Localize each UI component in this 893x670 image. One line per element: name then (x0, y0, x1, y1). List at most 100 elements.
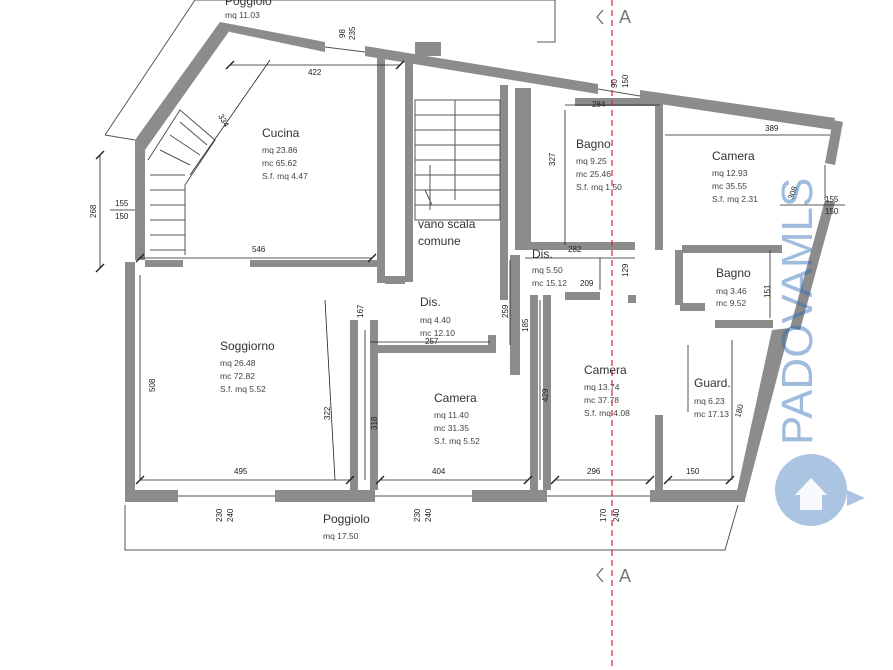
dim-282: 282 (568, 245, 582, 254)
room-guard: Guard. mq 6.23 mc 17.13 (694, 376, 731, 419)
dim-259: 259 (501, 304, 510, 318)
poggiolo-bottom-name: Poggiolo (323, 512, 370, 526)
bagno1-name: Bagno (576, 137, 611, 151)
dis2-name: Dis. (532, 247, 553, 261)
poggiolo-top-name: Poggiolo (225, 0, 272, 8)
dim-404: 404 (432, 467, 446, 476)
interior-walls (145, 55, 782, 490)
poggiolo-bottom-mq: mq 17.50 (323, 531, 359, 541)
house-pin-icon (775, 454, 865, 526)
balcony-outlines (104, 0, 739, 551)
camera1-sf: S.f. mq 5.52 (434, 436, 480, 446)
room-dis-2: Dis. mq 5.50 mc 15.12 (532, 247, 567, 288)
dim-495: 495 (234, 467, 248, 476)
dim-235: 235 (348, 26, 357, 40)
camera3-sf: S.f. mq 4.08 (584, 408, 630, 418)
dis2-mc: mc 15.12 (532, 278, 567, 288)
room-cucina: Cucina mq 23.86 mc 65.62 S.f. mq 4.47 (262, 126, 308, 181)
dim-230-b: 230 (413, 508, 422, 522)
dim-268: 268 (89, 204, 98, 218)
dim-334: 334 (216, 113, 231, 130)
room-bagno-2: Bagno mq 3.46 mc 9.52 (716, 266, 751, 308)
bagno1-mq: mq 9.25 (576, 156, 607, 166)
dim-327: 327 (548, 152, 557, 166)
camera2-name: Camera (712, 149, 755, 163)
dim-150-d: 150 (621, 74, 630, 88)
cucina-mc: mc 65.62 (262, 158, 297, 168)
dim-296: 296 (587, 467, 601, 476)
dim-422: 422 (308, 68, 322, 77)
bagno2-name: Bagno (716, 266, 751, 280)
vano-line1: vano scala (418, 217, 476, 231)
soggiorno-name: Soggiorno (220, 339, 275, 353)
bagno1-mc: mc 25.46 (576, 169, 611, 179)
poggiolo-top-mq: mq 11.03 (225, 10, 260, 20)
room-vano-scala: vano scala comune (418, 217, 476, 248)
staircase-common (414, 99, 501, 221)
dim-155-a: 155 (115, 199, 129, 208)
dimension-lines (99, 59, 845, 481)
vano-line2: comune (418, 234, 461, 248)
staircase-left (147, 109, 216, 255)
dim-240-c: 240 (612, 508, 621, 522)
padovamls-watermark: PADOVAMLS (773, 178, 865, 526)
camera1-mq: mq 11.40 (434, 410, 469, 420)
room-camera-1: Camera mq 11.40 mc 31.35 S.f. mq 5.52 (434, 391, 480, 446)
dim-150-c: 150 (825, 207, 839, 216)
dim-322: 322 (323, 406, 332, 420)
dim-170: 170 (599, 508, 608, 522)
dim-150-b: 150 (686, 467, 700, 476)
watermark-text: PADOVAMLS (773, 178, 822, 445)
room-bagno-1: Bagno mq 9.25 mc 25.46 S.f. mq 1.50 (576, 137, 622, 192)
exterior-walls (125, 22, 843, 502)
section-cut (596, 0, 613, 670)
dis1-name: Dis. (420, 295, 441, 309)
soggiorno-sf: S.f. mq 5.52 (220, 384, 266, 394)
section-mark-top: A (619, 7, 631, 27)
dim-209: 209 (580, 279, 594, 288)
camera2-mq: mq 12.93 (712, 168, 748, 178)
dis1-mc: mc 12.10 (420, 328, 455, 338)
camera1-name: Camera (434, 391, 477, 405)
room-dis-1: Dis. mq 4.40 mc 12.10 (420, 295, 455, 338)
cucina-mq: mq 23.86 (262, 145, 298, 155)
dim-150-a: 150 (115, 212, 129, 221)
dim-257: 257 (425, 337, 439, 346)
cucina-name: Cucina (262, 126, 300, 140)
dim-240-a: 240 (226, 508, 235, 522)
dim-185: 185 (521, 318, 530, 332)
dim-240-b: 240 (424, 508, 433, 522)
bagno2-mc: mc 9.52 (716, 298, 747, 308)
dim-389: 389 (765, 124, 779, 133)
dim-151: 151 (763, 284, 772, 298)
dim-429: 429 (541, 388, 550, 402)
room-camera-2: Camera mq 12.93 mc 35.55 S.f. mq 2.31 (712, 149, 758, 204)
dim-180: 180 (733, 403, 745, 419)
room-soggiorno: Soggiorno mq 26.48 mc 72.82 S.f. mq 5.52 (220, 339, 275, 394)
cucina-sf: S.f. mq 4.47 (262, 171, 308, 181)
dis2-mq: mq 5.50 (532, 265, 563, 275)
section-mark-bottom: A (619, 566, 631, 586)
room-camera-3: Camera mq 13.74 mc 37.78 S.f. mq 4.08 (584, 363, 630, 418)
soggiorno-mq: mq 26.48 (220, 358, 256, 368)
dim-98: 98 (338, 29, 347, 38)
dim-308: 308 (786, 185, 799, 201)
bagno1-sf: S.f. mq 1.50 (576, 182, 622, 192)
dim-284: 284 (592, 100, 606, 109)
dim-546: 546 (252, 245, 266, 254)
dim-230-a: 230 (215, 508, 224, 522)
soggiorno-mc: mc 72.82 (220, 371, 255, 381)
camera1-mc: mc 31.35 (434, 423, 469, 433)
dim-167: 167 (356, 304, 365, 318)
door-openings (178, 46, 826, 497)
dis1-mq: mq 4.40 (420, 315, 451, 325)
dim-129: 129 (621, 263, 630, 277)
camera2-mc: mc 35.55 (712, 181, 747, 191)
dim-318: 318 (370, 416, 379, 430)
camera3-name: Camera (584, 363, 627, 377)
dim-155-b: 155 (825, 195, 839, 204)
dim-90: 90 (610, 79, 619, 88)
camera3-mc: mc 37.78 (584, 395, 619, 405)
camera2-sf: S.f. mq 2.31 (712, 194, 758, 204)
